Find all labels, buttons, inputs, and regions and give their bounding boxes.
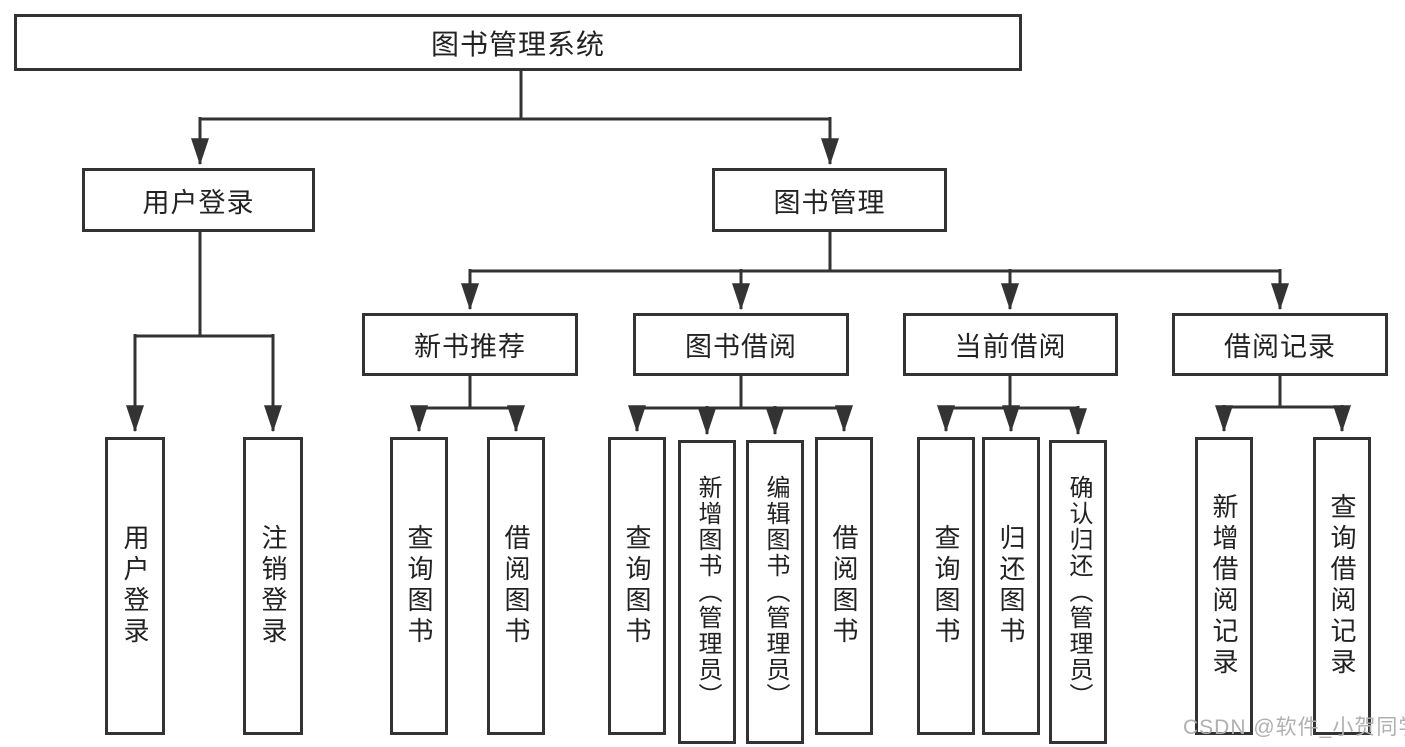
leaf-confirm-return-admin-label: 确认归还（管理员） bbox=[1065, 475, 1092, 709]
leaf-borrow-books-borrowing: 借阅图书 bbox=[815, 437, 873, 735]
node-book-management: 图书管理 bbox=[712, 168, 947, 232]
leaf-borrow-books-borrowing-label: 借阅图书 bbox=[829, 524, 859, 648]
leaf-add-borrow-record-label: 新增借阅记录 bbox=[1209, 493, 1239, 679]
leaf-query-books-current-label: 查询图书 bbox=[931, 524, 961, 648]
leaf-add-borrow-record: 新增借阅记录 bbox=[1195, 437, 1253, 735]
leaf-query-borrow-record-label: 查询借阅记录 bbox=[1327, 493, 1357, 679]
leaf-add-books-admin: 新增图书（管理员） bbox=[678, 440, 736, 744]
leaf-edit-books-admin-label: 编辑图书（管理员） bbox=[762, 475, 789, 709]
node-new-book-recommendation: 新书推荐 bbox=[362, 313, 578, 376]
node-book-borrowing: 图书借阅 bbox=[633, 313, 849, 376]
leaf-query-borrow-record: 查询借阅记录 bbox=[1313, 437, 1371, 735]
leaf-query-books-recommend: 查询图书 bbox=[390, 437, 448, 735]
leaf-user-login-label: 用户登录 bbox=[120, 524, 150, 648]
csdn-watermark: CSDN @软件_小贺同学 bbox=[1183, 716, 1405, 739]
leaf-confirm-return-admin: 确认归还（管理员） bbox=[1049, 440, 1107, 744]
leaf-user-login: 用户登录 bbox=[105, 437, 165, 735]
node-user-login: 用户登录 bbox=[82, 168, 315, 232]
leaf-add-books-admin-label: 新增图书（管理员） bbox=[694, 475, 721, 709]
node-current-borrowing: 当前借阅 bbox=[903, 313, 1118, 376]
leaf-borrow-books-recommend-label: 借阅图书 bbox=[501, 524, 531, 648]
leaf-borrow-books-recommend: 借阅图书 bbox=[487, 437, 545, 735]
leaf-edit-books-admin: 编辑图书（管理员） bbox=[746, 440, 804, 744]
root-node-book-management-system: 图书管理系统 bbox=[14, 14, 1022, 71]
leaf-query-books-current: 查询图书 bbox=[917, 437, 975, 735]
leaf-query-books-borrowing: 查询图书 bbox=[608, 437, 666, 735]
leaf-return-books-label: 归还图书 bbox=[996, 524, 1026, 648]
leaf-query-books-borrowing-label: 查询图书 bbox=[622, 524, 652, 648]
leaf-return-books: 归还图书 bbox=[982, 437, 1040, 735]
leaf-query-books-recommend-label: 查询图书 bbox=[404, 524, 434, 648]
leaf-logout-login-label: 注销登录 bbox=[258, 524, 288, 648]
leaf-logout-login: 注销登录 bbox=[243, 437, 303, 735]
node-borrowing-records: 借阅记录 bbox=[1172, 313, 1388, 376]
